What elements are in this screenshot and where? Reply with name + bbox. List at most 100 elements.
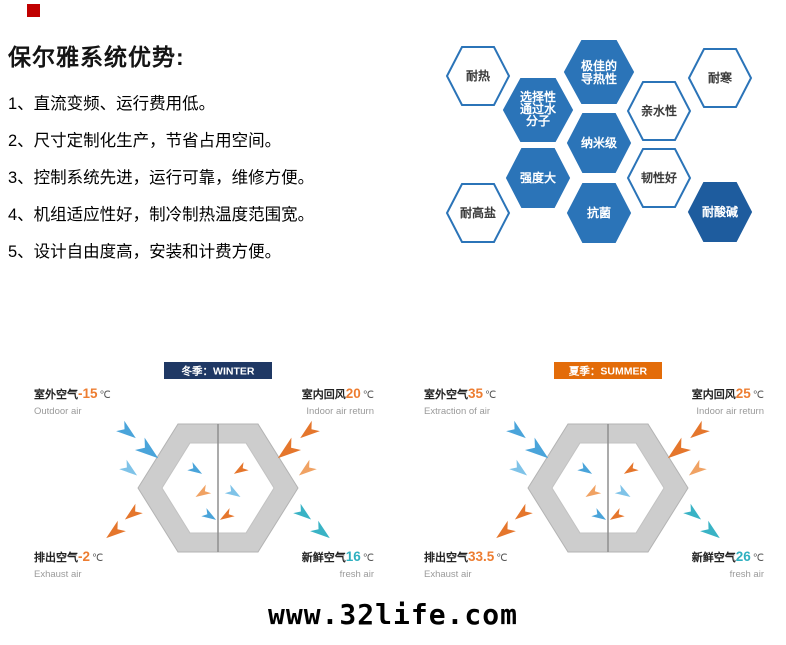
warm-air-arrow <box>233 462 249 474</box>
exhaust-air-arrow <box>496 520 516 539</box>
svg-text:Indoor air return: Indoor air return <box>696 406 764 417</box>
fresh-air-label: 新鲜空气26℃ fresh air <box>692 549 764 580</box>
hexagon-shape <box>687 48 753 108</box>
exhaust-air-arrow <box>106 520 126 539</box>
warm-air-arrow <box>277 437 302 459</box>
fresh-air-arrow <box>700 520 720 539</box>
indoor-return-label: 室内回风20℃ Indoor air return <box>302 386 374 417</box>
fresh-air-label: 新鲜空气16℃ fresh air <box>302 549 374 580</box>
hex-nano-scale: 纳米级 <box>566 113 632 173</box>
svg-text:新鲜空气26℃: 新鲜空气26℃ <box>692 549 764 564</box>
svg-text:排出空气33.5℃: 排出空气33.5℃ <box>424 549 508 564</box>
svg-text:室内回风25℃: 室内回风25℃ <box>692 386 764 401</box>
hexagon-shape <box>566 183 632 243</box>
hex-label: 耐高盐 <box>460 205 496 220</box>
hex-label: 耐寒 <box>708 70 732 85</box>
advantage-item: 1、直流变频、运行费用低。 <box>8 95 216 113</box>
outdoor-air-label: 室外空气-15℃ Outdoor air <box>34 386 111 417</box>
cold-air-arrow <box>509 459 528 476</box>
hex-hydrophilic: 亲水性 <box>626 81 692 141</box>
hex-label: 耐酸碱 <box>702 204 738 219</box>
warm-air-arrow <box>623 462 639 474</box>
cold-air-arrow <box>591 508 607 520</box>
hex-label: 亲水性 <box>641 103 677 118</box>
cold-air-arrow <box>524 437 549 459</box>
indoor-return-label: 室内回风25℃ Indoor air return <box>692 386 764 417</box>
hex-acid-alkali-resistant: 耐酸碱 <box>687 182 753 242</box>
page-title: 保尔雅系统优势: <box>8 44 185 70</box>
svg-text:新鲜空气16℃: 新鲜空气16℃ <box>302 549 374 564</box>
svg-text:排出空气-2℃: 排出空气-2℃ <box>34 549 103 564</box>
red-bullet-marker <box>27 4 40 17</box>
svg-text:Indoor air return: Indoor air return <box>306 406 374 417</box>
hexagon-shape <box>445 183 511 243</box>
warm-air-arrow <box>667 437 692 459</box>
warm-air-arrow <box>219 508 235 520</box>
svg-text:室外空气-15℃: 室外空气-15℃ <box>34 386 111 401</box>
advantage-item: 4、机组适应性好，制冷制热温度范围宽。 <box>8 206 315 224</box>
hex-label: 极佳的导热性 <box>581 58 617 86</box>
season-badge-label: 冬季：WINTER <box>182 365 255 378</box>
svg-text:fresh air: fresh air <box>730 569 764 580</box>
hexagon-shape <box>505 148 571 208</box>
airflow-arrows <box>496 420 720 539</box>
cold-air-arrow <box>119 459 138 476</box>
hex-selective-permeability: 选择性通过水分子 <box>502 78 574 142</box>
hex-label: 强度大 <box>520 170 556 185</box>
cold-air-arrow <box>577 462 593 474</box>
svg-text:fresh air: fresh air <box>340 569 374 580</box>
cold-air-arrow <box>224 484 241 498</box>
hex-label: 抗菌 <box>587 205 611 220</box>
season-badge <box>164 362 272 379</box>
season-badge <box>554 362 662 379</box>
svg-text:Exhaust air: Exhaust air <box>34 569 82 580</box>
warm-air-arrow <box>690 420 710 439</box>
hex-label: 韧性好 <box>641 170 677 185</box>
svg-text:Outdoor air: Outdoor air <box>34 406 82 417</box>
cold-air-arrow <box>614 484 631 498</box>
hex-salt-resistant: 耐高盐 <box>445 183 511 243</box>
warm-air-arrow <box>609 508 625 520</box>
advantage-item: 5、设计自由度高，安装和计费方便。 <box>8 243 282 261</box>
season-badge-label: 夏季：SUMMER <box>568 365 648 378</box>
fresh-air-arrow <box>310 520 330 539</box>
cold-air-arrow <box>506 420 526 439</box>
hex-high-strength: 强度大 <box>505 148 571 208</box>
hex-cold-resistant: 耐寒 <box>687 48 753 108</box>
hex-label: 耐热 <box>466 68 490 83</box>
cold-air-arrow <box>134 437 159 459</box>
outdoor-air-label: 室外空气35℃ Extraction of air <box>424 386 496 417</box>
hex-label: 纳米级 <box>581 135 617 150</box>
cold-air-arrow <box>116 420 136 439</box>
warm-air-arrow <box>300 420 320 439</box>
svg-text:室内回风20℃: 室内回风20℃ <box>302 386 374 401</box>
exhaust-air-label: 排出空气33.5℃ Exhaust air <box>424 549 508 580</box>
warm-air-arrow <box>298 459 317 476</box>
hex-toughness: 韧性好 <box>626 148 692 208</box>
hexagon-shape <box>626 81 692 141</box>
advantages-list: 1、直流变频、运行费用低。 2、尺寸定制化生产，节省占用空间。 3、控制系统先进… <box>8 86 314 271</box>
airflow-arrows <box>106 420 330 539</box>
hexagon-shape <box>563 40 635 104</box>
hex-label: 选择性通过水分子 <box>520 89 557 128</box>
exhaust-air-arrow <box>514 503 533 520</box>
exhaust-air-arrow <box>124 503 143 520</box>
winter-heat-exchange-diagram: 冬季：WINTER 室外空气-15℃ Outdoor air <box>34 362 374 580</box>
svg-text:Exhaust air: Exhaust air <box>424 569 472 580</box>
fresh-air-arrow <box>683 503 702 520</box>
svg-text:室外空气35℃: 室外空气35℃ <box>424 386 496 401</box>
hexagon-shape <box>566 113 632 173</box>
membrane-feature-hex-diagram: 耐热 极佳的导热性 耐寒 选择性通过水分子 亲水性 纳米级 强度大 <box>445 40 753 243</box>
watermark-url: www.32life.com <box>267 598 518 631</box>
hex-thermal-conductivity: 极佳的导热性 <box>563 40 635 104</box>
hexagon-shape <box>445 46 511 106</box>
fresh-air-arrow <box>293 503 312 520</box>
hex-heat-resistant: 耐热 <box>445 46 511 106</box>
hexagon-shape <box>687 182 753 242</box>
exhaust-air-label: 排出空气-2℃ Exhaust air <box>34 549 103 580</box>
hex-antibacterial: 抗菌 <box>566 183 632 243</box>
svg-text:Extraction of air: Extraction of air <box>424 406 490 417</box>
warm-air-arrow <box>195 484 212 498</box>
summer-heat-exchange-diagram: 夏季：SUMMER 室外空气35℃ Extraction of air <box>424 362 764 580</box>
